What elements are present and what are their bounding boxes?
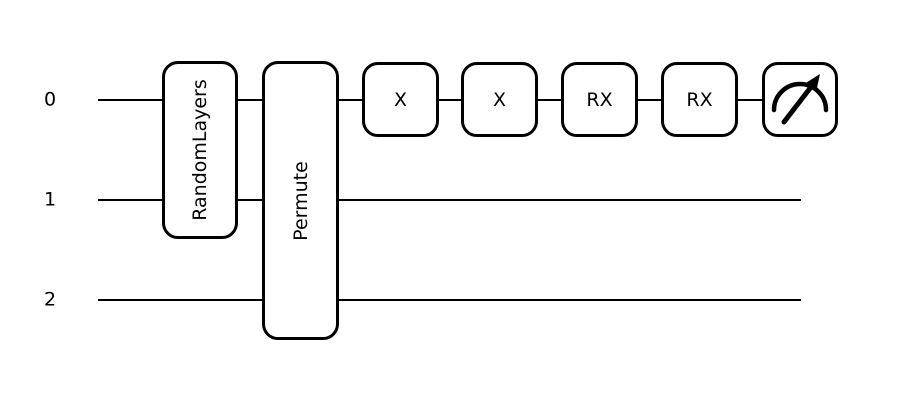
wire-label-0: 0 xyxy=(43,88,57,111)
gate-rx-1: RX xyxy=(561,62,638,137)
gate-x-2: X xyxy=(461,62,538,137)
wire-label-2: 2 xyxy=(43,288,57,311)
wire-2 xyxy=(98,299,801,301)
gate-rx-2-label: RX xyxy=(686,88,713,111)
measurement-box xyxy=(762,62,838,137)
wire-0 xyxy=(98,99,801,101)
gate-x-1: X xyxy=(362,62,439,137)
gate-x-1-label: X xyxy=(393,88,408,111)
wire-label-1: 1 xyxy=(43,188,57,211)
gate-permute-label: Permute xyxy=(289,160,312,241)
gate-rx-2: RX xyxy=(661,62,738,137)
gate-permute: Permute xyxy=(262,61,339,340)
gate-rx-1-label: RX xyxy=(586,88,613,111)
gate-randomlayers: RandomLayers xyxy=(162,61,238,239)
gate-x-2-label: X xyxy=(492,88,507,111)
wire-1 xyxy=(98,199,801,201)
measurement-gauge-icon xyxy=(771,73,829,124)
gate-randomlayers-label: RandomLayers xyxy=(189,79,212,221)
